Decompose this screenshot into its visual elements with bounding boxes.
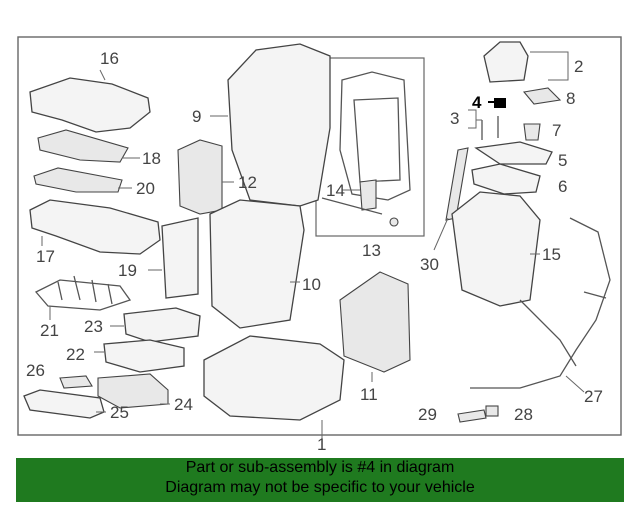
callout-22: 22	[66, 345, 85, 364]
heater-mat-20	[33, 167, 123, 193]
cover-22	[103, 339, 185, 373]
cushion-frame-17	[29, 199, 161, 255]
callout-30: 30	[420, 255, 439, 274]
heater-mat-18	[37, 129, 129, 163]
seatback-frame-13	[339, 71, 411, 201]
knob-26	[59, 375, 93, 389]
callout-12: 12	[238, 173, 257, 192]
springs-21	[34, 275, 132, 311]
callout-16: 16	[100, 49, 119, 68]
panel-12	[177, 139, 223, 215]
seatback-cover-9	[227, 43, 331, 207]
grommet-13	[389, 217, 399, 227]
bezel-8	[522, 87, 562, 105]
cushion-pad-16	[29, 77, 151, 133]
banner-line-1: Part or sub-assembly is #4 in diagram	[185, 459, 455, 476]
callout-24: 24	[174, 395, 193, 414]
callout-27: 27	[584, 387, 603, 406]
callout-2: 2	[574, 57, 583, 76]
seat-back-10	[209, 199, 305, 329]
strip-29	[457, 409, 487, 423]
callout-9: 9	[192, 107, 201, 126]
frame-11	[339, 271, 411, 373]
callout-21: 21	[40, 321, 59, 340]
callout-5: 5	[558, 151, 567, 170]
connector-28	[485, 405, 499, 417]
headrest-2	[483, 41, 529, 83]
callout-18: 18	[142, 149, 161, 168]
posts-3	[481, 116, 499, 140]
harness-27	[470, 217, 611, 389]
pad-23	[123, 307, 201, 343]
seat-assembly-1	[203, 335, 345, 421]
callout-26: 26	[26, 361, 45, 380]
guide-4	[488, 98, 506, 108]
banner-line-2: Diagram may not be specific to your vehi…	[165, 479, 475, 496]
back-panel-15	[451, 191, 541, 307]
callout-4: 4	[472, 93, 482, 112]
callout-10: 10	[302, 275, 321, 294]
callout-17: 17	[36, 247, 55, 266]
callout-20: 20	[136, 179, 155, 198]
callout-25: 25	[110, 403, 129, 422]
callout-19: 19	[118, 261, 137, 280]
diagram-frame	[17, 36, 622, 436]
callout-29: 29	[418, 405, 437, 424]
callout-28: 28	[514, 405, 533, 424]
callout-11: 11	[360, 385, 378, 404]
callout-15: 15	[542, 245, 561, 264]
trim-5	[474, 141, 553, 165]
trim-6	[471, 163, 541, 195]
bracket-14	[359, 179, 377, 211]
callout-23: 23	[84, 317, 103, 336]
callout-13: 13	[362, 241, 381, 260]
track-24	[97, 373, 169, 409]
callout-8: 8	[566, 89, 575, 108]
info-banner: Part or sub-assembly is #4 in diagram Di…	[16, 458, 624, 502]
callout-6: 6	[558, 177, 567, 196]
callout-7: 7	[552, 121, 561, 140]
latch-7	[523, 123, 541, 141]
callout-1: 1	[317, 435, 326, 454]
back-panel-19	[161, 217, 199, 299]
callout-14: 14	[326, 181, 345, 200]
callout-3: 3	[450, 109, 459, 128]
side-panel-25	[23, 389, 105, 419]
